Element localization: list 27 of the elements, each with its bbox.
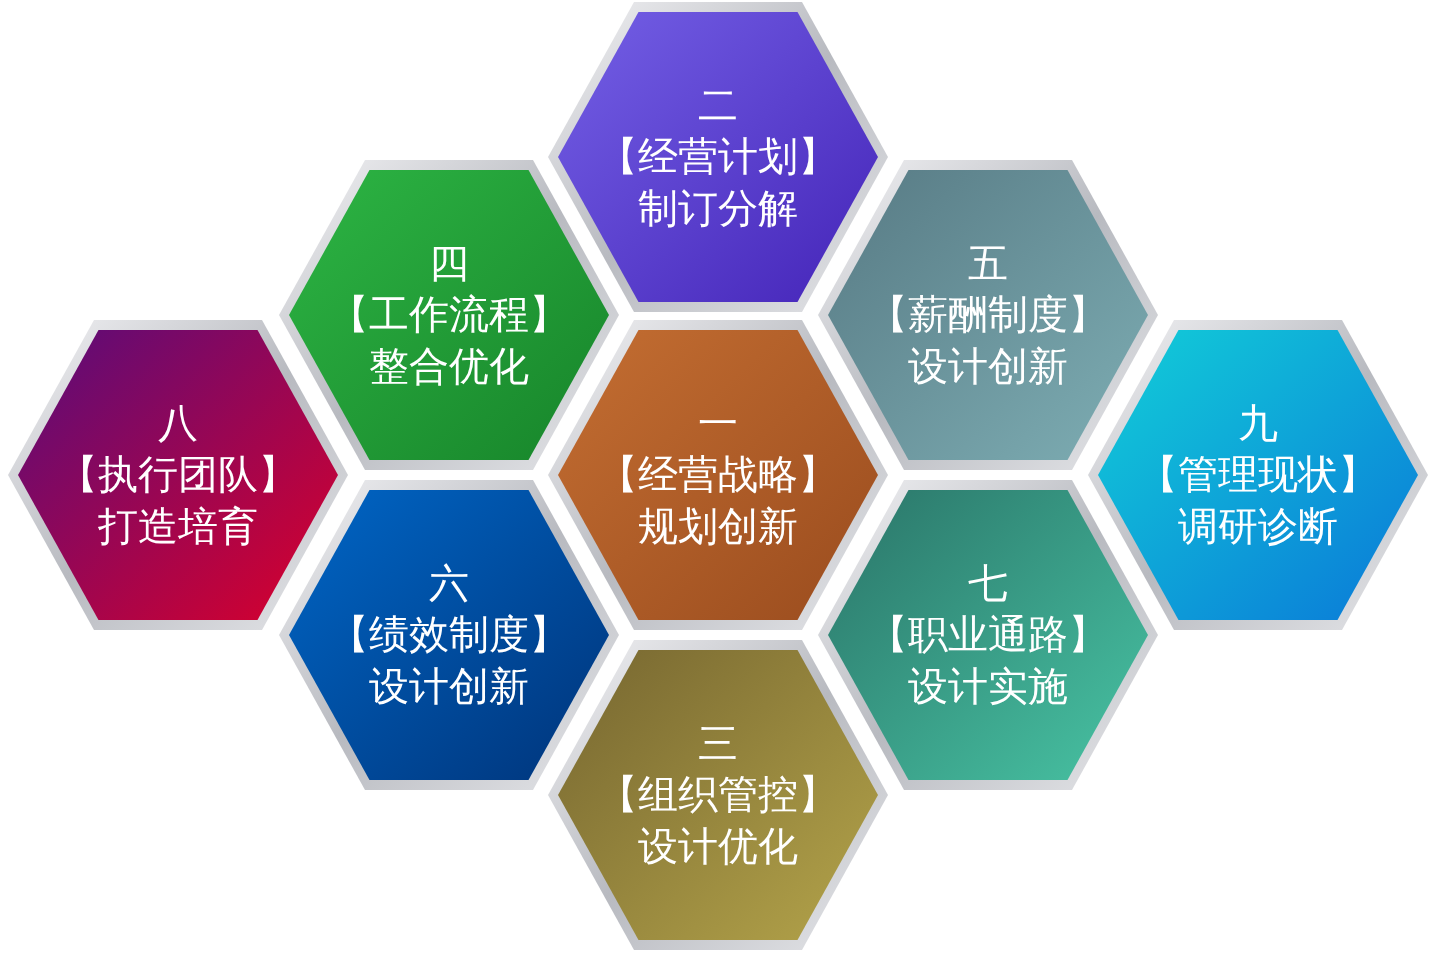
- hexagon: [279, 480, 619, 790]
- hexagon-text: 【经营计划】制订分解: [597, 132, 839, 233]
- hexagon: [8, 320, 348, 630]
- hexagon-text: 【绩效制度】设计创新: [328, 610, 570, 711]
- hexagon-text: 【执行团队】打造培育: [57, 450, 299, 551]
- hexagon-text: 【薪酬制度】设计创新: [867, 290, 1109, 391]
- hexagon-number: 六: [429, 559, 469, 608]
- hexagon-number: 四: [429, 239, 469, 288]
- hexagon-number: 三: [698, 719, 738, 768]
- hexagon-number: 一: [698, 399, 738, 448]
- hexagon: [279, 160, 619, 470]
- hexagon: [818, 480, 1158, 790]
- hexagon-text: 【管理现状】调研诊断: [1137, 450, 1379, 551]
- hexagon-text: 【组织管控】设计优化: [597, 770, 839, 871]
- hexagon-number: 五: [968, 239, 1008, 288]
- hexagon: [548, 640, 888, 950]
- hexagon-text: 【经营战略】规划创新: [597, 450, 839, 551]
- hexagon-text: 【职业通路】设计实施: [867, 610, 1109, 711]
- hexagon-number: 七: [968, 559, 1008, 608]
- hexagon: [548, 320, 888, 630]
- hexagon-number: 二: [698, 81, 738, 130]
- hexagon-text: 【工作流程】整合优化: [328, 290, 570, 391]
- hexagon: [818, 160, 1158, 470]
- hexagon: [548, 2, 888, 312]
- hexagon-number: 九: [1238, 399, 1278, 448]
- hexagon: [1088, 320, 1428, 630]
- hexagon-number: 八: [158, 399, 198, 448]
